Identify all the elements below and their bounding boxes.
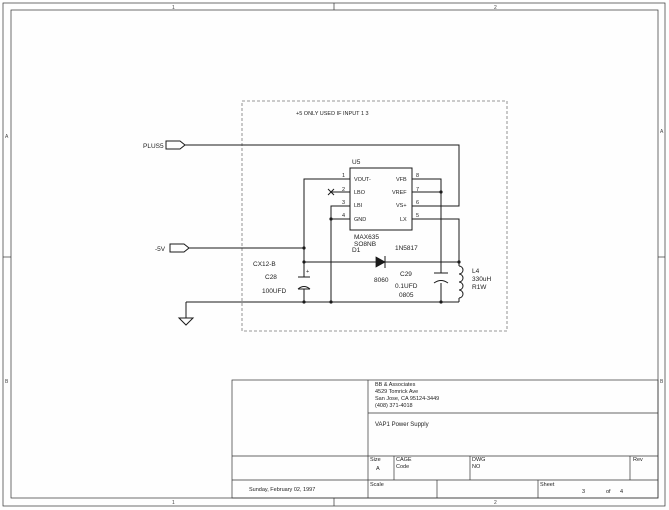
- company-line-2: 4529 Tomrick Ave: [375, 389, 418, 395]
- wires: [185, 144, 460, 318]
- zone-right-a: A: [660, 129, 664, 135]
- title-block: [231, 379, 659, 499]
- drawing-date: Sunday, February 02, 1997: [249, 487, 315, 493]
- ic-pin7-name: VREF: [392, 190, 407, 196]
- ground-icon: [177, 317, 195, 326]
- c28-ref: C28: [265, 274, 277, 281]
- ic-pin4-name: GND: [354, 217, 366, 223]
- ic-ref: U5: [352, 159, 361, 166]
- ic-pin2-num: 2: [342, 187, 345, 193]
- ic-pin5-num: 5: [416, 213, 419, 219]
- minus5-port-icon[interactable]: [169, 243, 190, 253]
- rev-label: Rev: [633, 457, 643, 463]
- no-label: NO: [472, 464, 481, 470]
- ic-body: [349, 167, 413, 231]
- zone-right-b: B: [660, 379, 664, 385]
- company-line-4: (408) 371-4018: [375, 403, 413, 409]
- zone-left-a: A: [5, 134, 9, 140]
- ic-pin8-name: VFB: [396, 177, 407, 183]
- diode-d1-icon[interactable]: [375, 256, 386, 268]
- dwg-label: DWG: [472, 457, 485, 463]
- junctions: [302, 190, 461, 304]
- ic-pin5-name: LX: [400, 217, 407, 223]
- plus5-port-label: PLUS5: [143, 143, 164, 150]
- zone-top-1: 1: [172, 5, 175, 11]
- company-line-3: San Jose, CA 95124-3449: [375, 396, 439, 402]
- ic-pin1-num: 1: [342, 173, 345, 179]
- no-connect-icon: [327, 188, 337, 196]
- inner-border: [10, 9, 659, 499]
- c28-type: CX12-B: [253, 261, 276, 268]
- company-line-1: BB & Associates: [375, 382, 416, 388]
- diode-part: 1N5817: [395, 245, 418, 252]
- cage-label: CAGE: [396, 457, 412, 463]
- ic-u5[interactable]: U5 MAX635 SO8NB VOUT- LBO LBI GND 1 2 3 …: [342, 159, 419, 248]
- scale-label: Scale: [370, 482, 384, 488]
- l4-power: R1W: [472, 284, 487, 291]
- optional-circuit-box: [241, 100, 508, 332]
- zone-top-2: 2: [494, 5, 497, 11]
- ic-pin7-num: 7: [416, 187, 419, 193]
- c29-value: 0.1UFD: [395, 283, 418, 290]
- c28-value: 100UFD: [262, 288, 287, 295]
- ic-pin3-name: LBI: [354, 203, 363, 209]
- ic-pin4-num: 4: [342, 213, 345, 219]
- ic-pin8-num: 8: [416, 173, 419, 179]
- ic-pin6-num: 6: [416, 200, 419, 206]
- l4-value: 330uH: [472, 276, 491, 283]
- ic-pin-stubs: [337, 178, 425, 220]
- minus5-port-label: -5V: [155, 246, 166, 253]
- sheet-of: of: [606, 489, 611, 495]
- c28-polarity: +: [306, 269, 309, 275]
- zone-bottom-1: 1: [172, 500, 175, 506]
- c29-size: 0805: [399, 292, 414, 299]
- plus5-port-icon[interactable]: [165, 140, 186, 150]
- diode-ref: D1: [352, 247, 361, 254]
- l4-ref: L4: [472, 268, 480, 275]
- zone-bottom-2: 2: [494, 500, 497, 506]
- sheet-total: 4: [620, 489, 623, 495]
- inductor-l4-icon[interactable]: [458, 265, 464, 299]
- capacitor-c29-icon[interactable]: [433, 272, 449, 284]
- size-label: Size: [370, 457, 381, 463]
- code-label: Code: [396, 464, 409, 470]
- capacitor-c28-icon[interactable]: [297, 276, 311, 290]
- optional-note: +5 ONLY USED IF INPUT 1 3: [296, 111, 369, 117]
- ic-package: SO8NB: [354, 241, 376, 248]
- drawing-title: VAP1 Power Supply: [375, 422, 429, 428]
- c29-package: 8060: [374, 277, 389, 284]
- sheet-label: Sheet: [540, 482, 555, 488]
- zone-left-b: B: [5, 379, 9, 385]
- sheet-number: 3: [582, 489, 585, 495]
- zone-markers: 1 2 1 2 A B A B: [3, 3, 665, 506]
- ic-pin6-name: VS+: [396, 203, 407, 209]
- ic-pin3-num: 3: [342, 200, 345, 206]
- c29-ref: C29: [400, 271, 412, 278]
- ic-pin1-name: VOUT-: [354, 177, 371, 183]
- ic-part: MAX635: [354, 234, 379, 241]
- ic-pin2-name: LBO: [354, 190, 366, 196]
- size-value: A: [376, 466, 380, 472]
